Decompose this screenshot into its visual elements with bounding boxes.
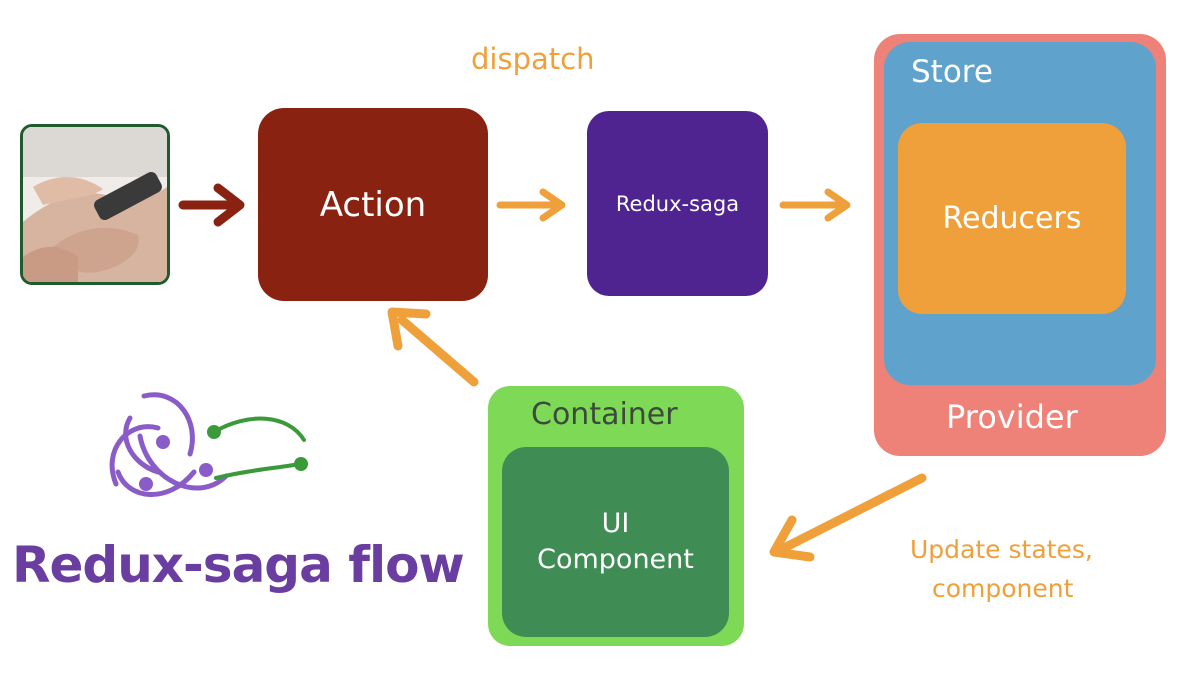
container-label: Container <box>531 397 678 432</box>
ui-component-box: UI Component <box>502 447 729 637</box>
redux-saga-label: Redux-saga <box>615 191 740 216</box>
action-label: Action <box>319 184 427 225</box>
ui-component-label-line1: UI <box>601 507 630 539</box>
arrow-container-to-action-icon <box>387 307 479 387</box>
redux-saga-box: Redux-saga <box>587 111 768 296</box>
hand-phone-photo <box>20 124 170 285</box>
action-box: Action <box>258 108 488 301</box>
arrow-provider-to-container-icon <box>769 473 927 562</box>
reducers-box: Reducers <box>898 123 1126 314</box>
update-label-line1: Update states, <box>910 535 1093 564</box>
arrow-action-to-saga-icon <box>496 188 566 222</box>
dispatch-label: dispatch <box>471 42 595 76</box>
flow-title: Redux-saga flow <box>12 536 465 594</box>
arrow-photo-to-action-icon <box>178 183 245 227</box>
hand-phone-illustration <box>23 127 167 282</box>
update-label-line2: component <box>932 574 1074 603</box>
arrow-saga-to-store-icon <box>779 188 851 222</box>
redux-saga-logo-icon <box>109 392 308 497</box>
store-label: Store <box>911 54 993 90</box>
ui-component-label-line2: Component <box>537 544 694 575</box>
provider-label: Provider <box>946 398 1078 436</box>
reducers-label: Reducers <box>942 201 1082 236</box>
